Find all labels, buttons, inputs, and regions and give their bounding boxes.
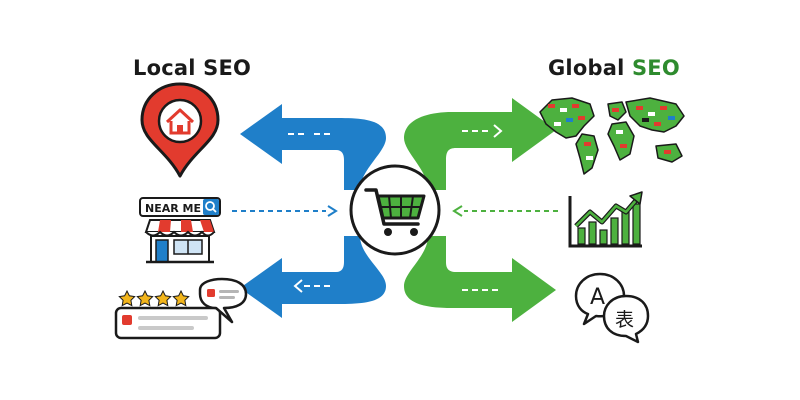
shopping-cart-icon	[349, 164, 441, 256]
blue-arrow-bottom	[240, 236, 386, 318]
translation-latin-glyph: A	[590, 285, 605, 310]
star-icon	[118, 289, 190, 307]
local-seo-title: Local SEO	[133, 56, 252, 80]
green-arrow-bottom	[404, 236, 556, 322]
growth-chart-icon	[568, 191, 643, 248]
world-map-icon	[539, 97, 685, 175]
global-seo-title: Global SEO	[548, 56, 680, 80]
blue-arrow-top	[240, 104, 386, 190]
translation-cjk-glyph: 表	[615, 309, 634, 331]
connector-local-to-cart	[232, 205, 338, 217]
search-icon	[203, 199, 219, 215]
connector-global-to-cart	[452, 205, 558, 217]
home-icon	[165, 108, 195, 135]
chat-bubble-icon	[198, 277, 248, 324]
location-pin-icon	[140, 82, 220, 178]
near-me-badge: NEAR ME	[145, 202, 201, 215]
green-arrow-top	[404, 98, 556, 190]
review-icon	[114, 277, 248, 340]
storefront-icon: NEAR ME	[139, 197, 221, 264]
translation-icon: A 表	[574, 272, 650, 344]
